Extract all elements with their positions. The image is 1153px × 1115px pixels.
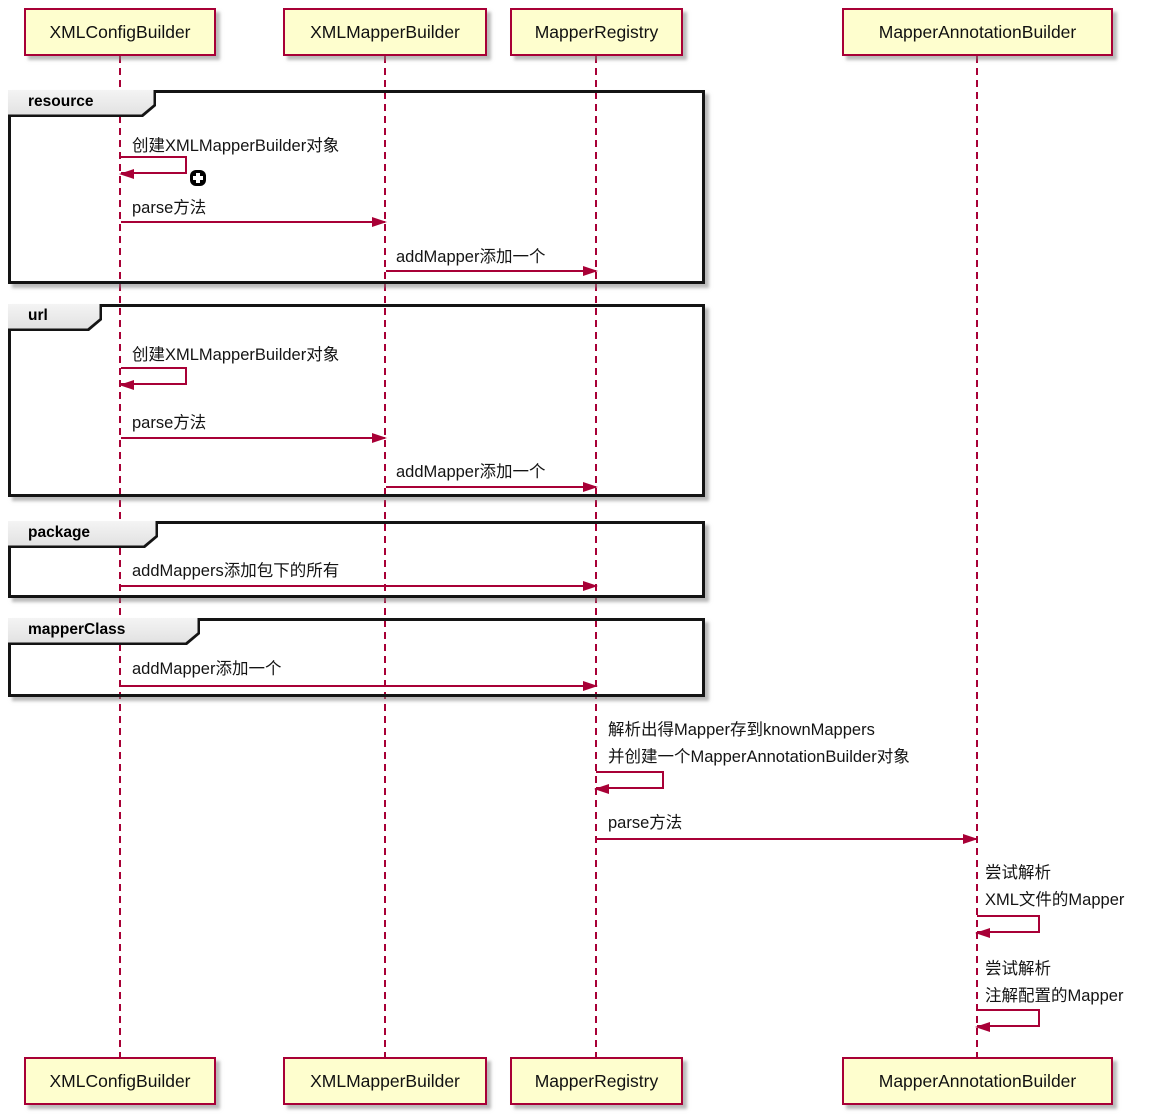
participant-top-xmlconfigbuilder: XMLConfigBuilder bbox=[24, 8, 216, 56]
busy-cursor-icon bbox=[190, 170, 206, 186]
self-message-loop bbox=[594, 771, 664, 794]
participant-label: XMLConfigBuilder bbox=[49, 21, 191, 42]
participant-bottom-mapperregistry: MapperRegistry bbox=[510, 1057, 683, 1105]
lifeline-mapperannotationbuilder bbox=[976, 56, 978, 1057]
participant-label: MapperAnnotationBuilder bbox=[878, 1070, 1077, 1091]
frame-label-text: url bbox=[8, 304, 100, 329]
frame-label-pentagon: resource bbox=[8, 90, 156, 117]
participant-bottom-xmlconfigbuilder: XMLConfigBuilder bbox=[24, 1057, 216, 1105]
message-label: parse方法 bbox=[608, 814, 683, 832]
lifeline-mapperregistry bbox=[595, 56, 597, 1057]
frame-url: url bbox=[8, 304, 705, 497]
arrowhead-right-icon bbox=[583, 680, 598, 691]
message-label: 创建XMLMapperBuilder对象 bbox=[132, 137, 340, 155]
participant-label: XMLMapperBuilder bbox=[310, 21, 460, 42]
message-arrow bbox=[386, 481, 598, 492]
lifeline-xmlmapperbuilder bbox=[384, 56, 386, 1057]
participant-label: MapperRegistry bbox=[534, 1070, 659, 1091]
arrowhead-left-icon bbox=[119, 379, 134, 390]
message-arrow bbox=[121, 216, 387, 227]
message-label: 注解配置的Mapper bbox=[985, 987, 1124, 1005]
participant-label: MapperRegistry bbox=[534, 21, 659, 42]
self-message-loop bbox=[975, 915, 1040, 938]
arrowhead-right-icon bbox=[583, 481, 598, 492]
frame-label-text: package bbox=[8, 521, 156, 546]
message-label: 并创建一个MapperAnnotationBuilder对象 bbox=[608, 748, 910, 766]
arrowhead-right-icon bbox=[583, 580, 598, 591]
message-label: XML文件的Mapper bbox=[985, 891, 1125, 909]
message-label: addMapper添加一个 bbox=[396, 463, 546, 481]
frame-mapperclass: mapperClass bbox=[8, 618, 705, 697]
message-label: addMappers添加包下的所有 bbox=[132, 562, 340, 580]
lifeline-xmlconfigbuilder bbox=[119, 56, 121, 1057]
message-arrow bbox=[121, 432, 387, 443]
arrowhead-right-icon bbox=[963, 833, 978, 844]
self-message-loop bbox=[975, 1009, 1040, 1032]
participant-bottom-mapperannotationbuilder: MapperAnnotationBuilder bbox=[842, 1057, 1113, 1105]
frame-label-pentagon: package bbox=[8, 521, 158, 548]
arrowhead-left-icon bbox=[975, 927, 990, 938]
participant-top-xmlmapperbuilder: XMLMapperBuilder bbox=[283, 8, 487, 56]
frame-label-text: mapperClass bbox=[8, 618, 198, 643]
message-label: 尝试解析 bbox=[985, 864, 1051, 882]
frame-label-pentagon: mapperClass bbox=[8, 618, 200, 645]
participant-label: XMLConfigBuilder bbox=[49, 1070, 191, 1091]
message-arrow bbox=[596, 833, 978, 844]
participant-label: MapperAnnotationBuilder bbox=[878, 21, 1077, 42]
message-label: 创建XMLMapperBuilder对象 bbox=[132, 346, 340, 364]
participant-top-mapperregistry: MapperRegistry bbox=[510, 8, 683, 56]
participant-top-mapperannotationbuilder: MapperAnnotationBuilder bbox=[842, 8, 1113, 56]
message-label: 解析出得Mapper存到knownMappers bbox=[608, 721, 875, 739]
participant-label: XMLMapperBuilder bbox=[310, 1070, 460, 1091]
arrowhead-left-icon bbox=[975, 1021, 990, 1032]
message-arrow bbox=[386, 265, 598, 276]
message-label: 尝试解析 bbox=[985, 960, 1051, 978]
self-message-loop bbox=[119, 156, 187, 179]
frame-resource: resource bbox=[8, 90, 705, 284]
arrowhead-right-icon bbox=[583, 265, 598, 276]
participant-bottom-xmlmapperbuilder: XMLMapperBuilder bbox=[283, 1057, 487, 1105]
message-label: parse方法 bbox=[132, 199, 207, 217]
self-message-loop bbox=[119, 367, 187, 390]
message-label: parse方法 bbox=[132, 414, 207, 432]
message-label: addMapper添加一个 bbox=[132, 660, 282, 678]
message-arrow bbox=[121, 680, 598, 691]
frame-label-text: resource bbox=[8, 90, 154, 115]
arrowhead-left-icon bbox=[119, 168, 134, 179]
arrowhead-right-icon bbox=[372, 216, 387, 227]
message-arrow bbox=[121, 580, 598, 591]
frame-package: package bbox=[8, 521, 705, 598]
frame-label-pentagon: url bbox=[8, 304, 102, 331]
arrowhead-left-icon bbox=[594, 783, 609, 794]
message-label: addMapper添加一个 bbox=[396, 248, 546, 266]
arrowhead-right-icon bbox=[372, 432, 387, 443]
